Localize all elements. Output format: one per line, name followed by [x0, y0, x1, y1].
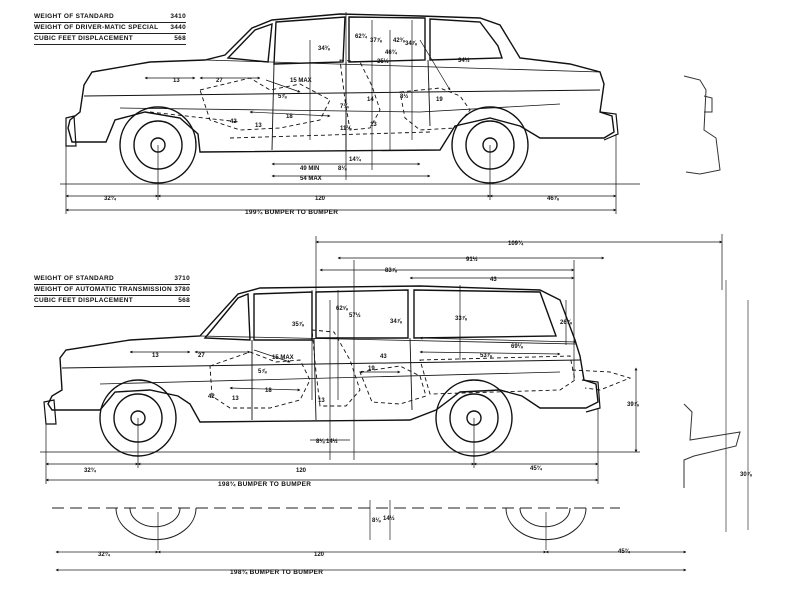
sedan-dim-floor-a: 8⅛ — [338, 166, 347, 172]
wagon-dim-cargo-long: 69⅛ — [511, 344, 524, 350]
wagon-dim-cargo-height: 33⅞ — [455, 316, 468, 322]
spec-value: 3410 — [170, 13, 186, 20]
wagon-dim-wheelbase: 120 — [296, 468, 307, 474]
sedan-dim-cabin-a: 37⅞ — [370, 38, 383, 44]
wagon-drawing — [40, 285, 640, 457]
spec-row: WEIGHT OF STANDARD 3410 — [34, 12, 186, 23]
wagon-dim-head-rear: 34⅞ — [390, 319, 403, 325]
sedan-dim-rear-head: 34⅞ — [405, 41, 418, 47]
wagon-spec-table: WEIGHT OF STANDARD 3710 WEIGHT OF AUTOMA… — [34, 274, 190, 307]
sedan-dim-dash: 27 — [216, 78, 223, 84]
spec-value: 3440 — [170, 24, 186, 31]
ghost-front-overhang: 32¾ — [98, 551, 111, 558]
ghost-wheelbase: 120 — [314, 552, 325, 558]
sedan-dim-track-min: 49 MIN — [300, 166, 319, 172]
wagon-dim-cargo-top: 43 — [490, 277, 497, 283]
sedan-dim-rear-overhang: 46⅞ — [547, 196, 560, 202]
wagon-dim-hood: 13 — [152, 353, 159, 359]
sedan-dimension-lines — [65, 12, 617, 214]
wagon-dim-rear-overhang: 45¾ — [530, 465, 543, 472]
wagon-dim-head-mid: 62⅝ — [336, 306, 349, 312]
spec-row: WEIGHT OF DRIVER-MATIC SPECIAL 3440 — [34, 23, 186, 34]
spec-row: WEIGHT OF STANDARD 3710 — [34, 274, 190, 285]
sedan-dim-seat-i: 13 — [370, 122, 377, 128]
ghost-rear-overhang: 45¾ — [618, 548, 631, 555]
spec-value: 3710 — [174, 275, 190, 282]
sedan-dim-rear-room: 34½ — [458, 57, 470, 64]
spec-label: WEIGHT OF DRIVER-MATIC SPECIAL — [34, 24, 159, 31]
wagon-dimension-labels: 109¾ 91½ 83⅞ 43 35⅞ 62⅝ 57½ 34⅞ 33⅞ 26⅞ … — [84, 240, 640, 488]
sedan-dim-cabin-d: 35½ — [377, 58, 389, 65]
wagon-dim-seat-a: 5⅞ — [258, 369, 267, 375]
wagon-dim-seat-d: 18 — [265, 388, 272, 394]
sedan-dim-seat-g: 8½ — [400, 93, 408, 100]
sedan-dim-seat-f: 14 — [367, 97, 374, 103]
ghost-lower-drawing — [52, 500, 687, 572]
sedan-dim-legroom: 15 MAX — [290, 78, 312, 84]
wagon-dim-cargo-floor: 53⅞ — [480, 353, 493, 359]
sedan-dim-bumper: 199¾ BUMPER TO BUMPER — [245, 208, 338, 216]
spec-row: WEIGHT OF AUTOMATIC TRANSMISSION 3780 — [34, 285, 190, 296]
wagon-dim-seat-f: 43 — [380, 354, 387, 360]
sedan-dim-roof-front: 34⅜ — [318, 46, 331, 52]
sedan-spec-table: WEIGHT OF STANDARD 3410 WEIGHT OF DRIVER… — [34, 12, 186, 45]
wagon-dim-dash: 27 — [198, 353, 205, 359]
sedan-rear-edge-ghost — [683, 75, 721, 175]
sedan-dim-seat-e: 7¼ — [340, 103, 349, 110]
spec-row: CUBIC FEET DISPLACEMENT 568 — [34, 34, 186, 45]
ghost-bumper: 198¾ BUMPER TO BUMPER — [230, 568, 323, 576]
sedan-dim-seat-c: 13 — [255, 123, 262, 129]
wagon-dim-bumper: 198¾ BUMPER TO BUMPER — [218, 480, 311, 488]
sedan-dim-seat-b: 42 — [230, 119, 237, 125]
ghost-floor-b: 14½ — [383, 515, 395, 522]
spec-value: 568 — [174, 35, 186, 42]
sedan-dim-seat-a: 5⅞ — [278, 94, 287, 100]
wagon-dim-second: 91½ — [466, 256, 478, 263]
spec-value: 568 — [178, 297, 190, 304]
sedan-dim-track-max: 54 MAX — [300, 176, 322, 182]
spec-label: CUBIC FEET DISPLACEMENT — [34, 297, 133, 304]
wagon-dim-legroom: 15 MAX — [272, 355, 294, 361]
sedan-dim-seat-j: 19 — [436, 97, 443, 103]
wagon-dim-floor-a: 8⅛ — [316, 439, 325, 445]
ghost-side-height: 30⅞ — [740, 472, 753, 478]
spec-label: WEIGHT OF STANDARD — [34, 13, 115, 20]
wagon-dim-front-overhang: 32¾ — [84, 467, 97, 474]
wagon-dim-seat-e: 19 — [368, 366, 375, 372]
spec-row: CUBIC FEET DISPLACEMENT 568 — [34, 296, 190, 307]
wagon-dim-seat-c: 13 — [232, 396, 239, 402]
wagon-dim-head-b: 57½ — [349, 312, 361, 319]
wagon-dim-seat-g: 13 — [318, 398, 325, 404]
sedan-dim-hood: 13 — [173, 78, 180, 84]
wagon-dim-side-height: 39⅞ — [627, 402, 640, 408]
sedan-dim-cabin-c: 46¾ — [385, 49, 398, 56]
spec-value: 3780 — [174, 286, 190, 293]
wagon-dim-head-front: 35⅞ — [292, 322, 305, 328]
wagon-dim-third: 83⅞ — [385, 268, 398, 274]
wagon-dim-seat-b: 42 — [208, 394, 215, 400]
wagon-dim-tailgate: 26⅞ — [560, 320, 573, 326]
sedan-dim-seat-d: 18 — [286, 114, 293, 120]
wagon-dimension-lines — [45, 234, 723, 484]
spec-label: CUBIC FEET DISPLACEMENT — [34, 35, 133, 42]
sedan-dim-cabin-b: 42⅜ — [393, 38, 406, 44]
spec-label: WEIGHT OF AUTOMATIC TRANSMISSION — [34, 286, 173, 293]
sedan-dim-roof-mid: 62¾ — [355, 33, 368, 40]
spec-label: WEIGHT OF STANDARD — [34, 275, 115, 282]
sedan-dim-front-overhang: 32¾ — [104, 195, 117, 202]
ghost-floor-a: 8⅛ — [372, 518, 381, 524]
wagon-rear-edge-ghost — [683, 280, 749, 532]
wagon-dim-top-length: 109¾ — [508, 240, 524, 247]
wagon-dim-floor-b: 14½ — [326, 438, 338, 445]
sedan-dim-wheelbase: 120 — [315, 196, 326, 202]
sedan-dimension-labels: 34⅜ 62¾ 37⅞ 42⅜ 46¾ 35½ 34⅞ 34½ 13 27 15… — [104, 33, 560, 216]
sedan-dim-floor-b: 14¾ — [349, 156, 362, 163]
sedan-dim-seat-h: 11¼ — [340, 125, 352, 132]
